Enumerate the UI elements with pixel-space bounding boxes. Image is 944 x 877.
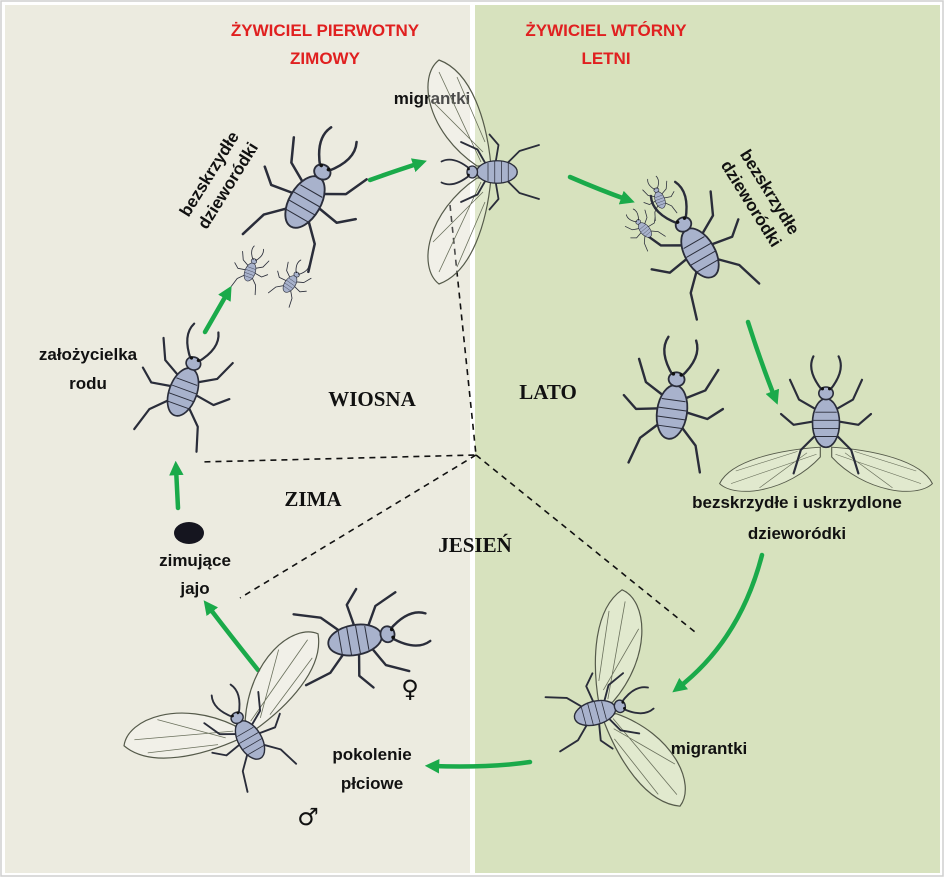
female-symbol: ♀: [401, 675, 419, 703]
secondary-host-panel: [475, 5, 940, 873]
male-symbol: ♂: [297, 803, 319, 831]
label-overwintering-egg: zimujące: [159, 551, 231, 570]
primary-host-subtitle: ZIMOWY: [290, 49, 361, 68]
label-wingless-winged: bezskrzydłe i uskrzydlone: [692, 493, 902, 512]
overwintering-egg: [174, 522, 204, 544]
secondary-host-subtitle: LETNI: [581, 49, 630, 68]
label-wingless-winged-line2: dzieworódki: [748, 524, 846, 543]
arrow-mixed-to-migrants: [672, 552, 765, 693]
primary-host-title: ŻYWICIEL PIERWOTNY: [231, 21, 420, 40]
arrow-migrants-to-wingless: [567, 174, 635, 205]
label-sexual-generation-line2: płciowe: [341, 774, 403, 793]
arrow-sexual-to-egg: [203, 600, 261, 673]
arrow-egg-to-founder: [169, 460, 184, 511]
season-divider: [475, 454, 696, 633]
secondary-host-title: ŻYWICIEL WTÓRNY: [525, 21, 687, 40]
season-spring: WIOSNA: [328, 387, 416, 411]
arrow-wingless-to-mixed: [745, 319, 780, 405]
label-founder: założycielka: [39, 345, 138, 364]
label-founder-line2: rodu: [69, 374, 107, 393]
season-divider: [239, 454, 477, 599]
season-summer: LATO: [519, 380, 577, 404]
arrow-migrants-to-sexual: [424, 759, 533, 774]
season-autumn: JESIEŃ: [438, 533, 512, 557]
arrow-to-migrants: [367, 158, 427, 183]
label-migrants-bottom: migrantki: [671, 739, 748, 758]
label-overwintering-egg-line2: jajo: [179, 579, 209, 598]
label-sexual-generation: pokolenie: [332, 745, 411, 764]
season-winter: ZIMA: [284, 487, 342, 511]
arrow-founder-to-nymphs: [202, 285, 232, 335]
